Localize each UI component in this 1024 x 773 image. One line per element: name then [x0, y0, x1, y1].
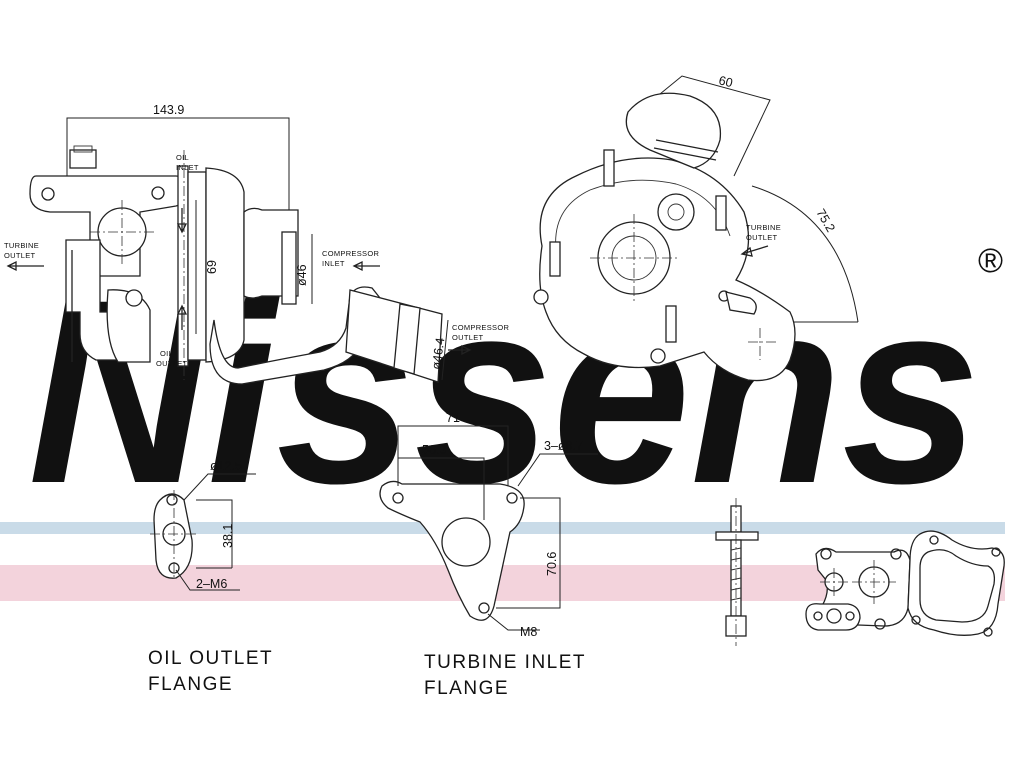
- label-turbine-outlet-r1: TURBINE: [746, 223, 781, 232]
- dim-oil-flange-thread: 2–M6: [196, 577, 227, 591]
- caption-oil-outlet-flange-1: OIL OUTLET: [148, 648, 273, 669]
- oil-outlet-flange: ø12.5 38.1 2–M6 OIL OUTLET FLANGE: [148, 459, 273, 695]
- turbo-side-view: 143.9 69 ø46 ø46.4: [4, 103, 509, 385]
- dim-oil-flange-spacing: 38.1: [221, 524, 235, 548]
- turbo-front-view: 60 75.2 TURBINE OUTLET: [533, 73, 859, 382]
- watermark-registered-mark: ®: [978, 242, 1003, 280]
- dim-oil-flange-dia: ø12.5: [210, 459, 242, 473]
- label-turbine-outlet-l2: OUTLET: [4, 251, 36, 260]
- turbine-inlet-flange: 71 56.3 3–ø8.7 70.6 M8 TURBINE INLET FLA…: [379, 411, 598, 699]
- dim-overall-width: 143.9: [153, 103, 184, 117]
- dim-dia-46-4: ø46.4: [429, 337, 447, 371]
- label-oil-outlet-1: OIL: [160, 349, 173, 358]
- dim-75-2: 75.2: [813, 207, 837, 235]
- dim-tif-height: 70.6: [545, 552, 559, 576]
- stud-bolt: [715, 498, 759, 646]
- label-compressor-inlet-2: INLET: [322, 259, 345, 268]
- dim-tif-thread: M8: [520, 625, 537, 639]
- caption-turbine-inlet-flange-2: FLANGE: [424, 678, 509, 699]
- gasket-set: [805, 530, 1005, 637]
- label-compressor-outlet-2: OUTLET: [452, 333, 484, 342]
- dim-60: 60: [717, 73, 734, 90]
- dim-tif-width: 71: [446, 411, 460, 425]
- caption-oil-outlet-flange-2: FLANGE: [148, 674, 233, 695]
- dim-dia-46: ø46: [295, 264, 309, 286]
- dim-tif-offset: 56.3: [422, 443, 446, 457]
- label-compressor-outlet-1: COMPRESSOR: [452, 323, 509, 332]
- dim-tif-holes: 3–ø8.7: [544, 439, 583, 453]
- label-oil-outlet-2: OUTLET: [156, 359, 188, 368]
- label-compressor-inlet-1: COMPRESSOR: [322, 249, 379, 258]
- label-turbine-outlet-r2: OUTLET: [746, 233, 778, 242]
- dim-height-69: 69: [205, 260, 219, 274]
- label-turbine-outlet-l1: TURBINE: [4, 241, 39, 250]
- caption-turbine-inlet-flange-1: TURBINE INLET: [424, 652, 586, 673]
- label-oil-inlet-1: OIL: [176, 153, 189, 162]
- label-oil-inlet-2: INLET: [176, 163, 199, 172]
